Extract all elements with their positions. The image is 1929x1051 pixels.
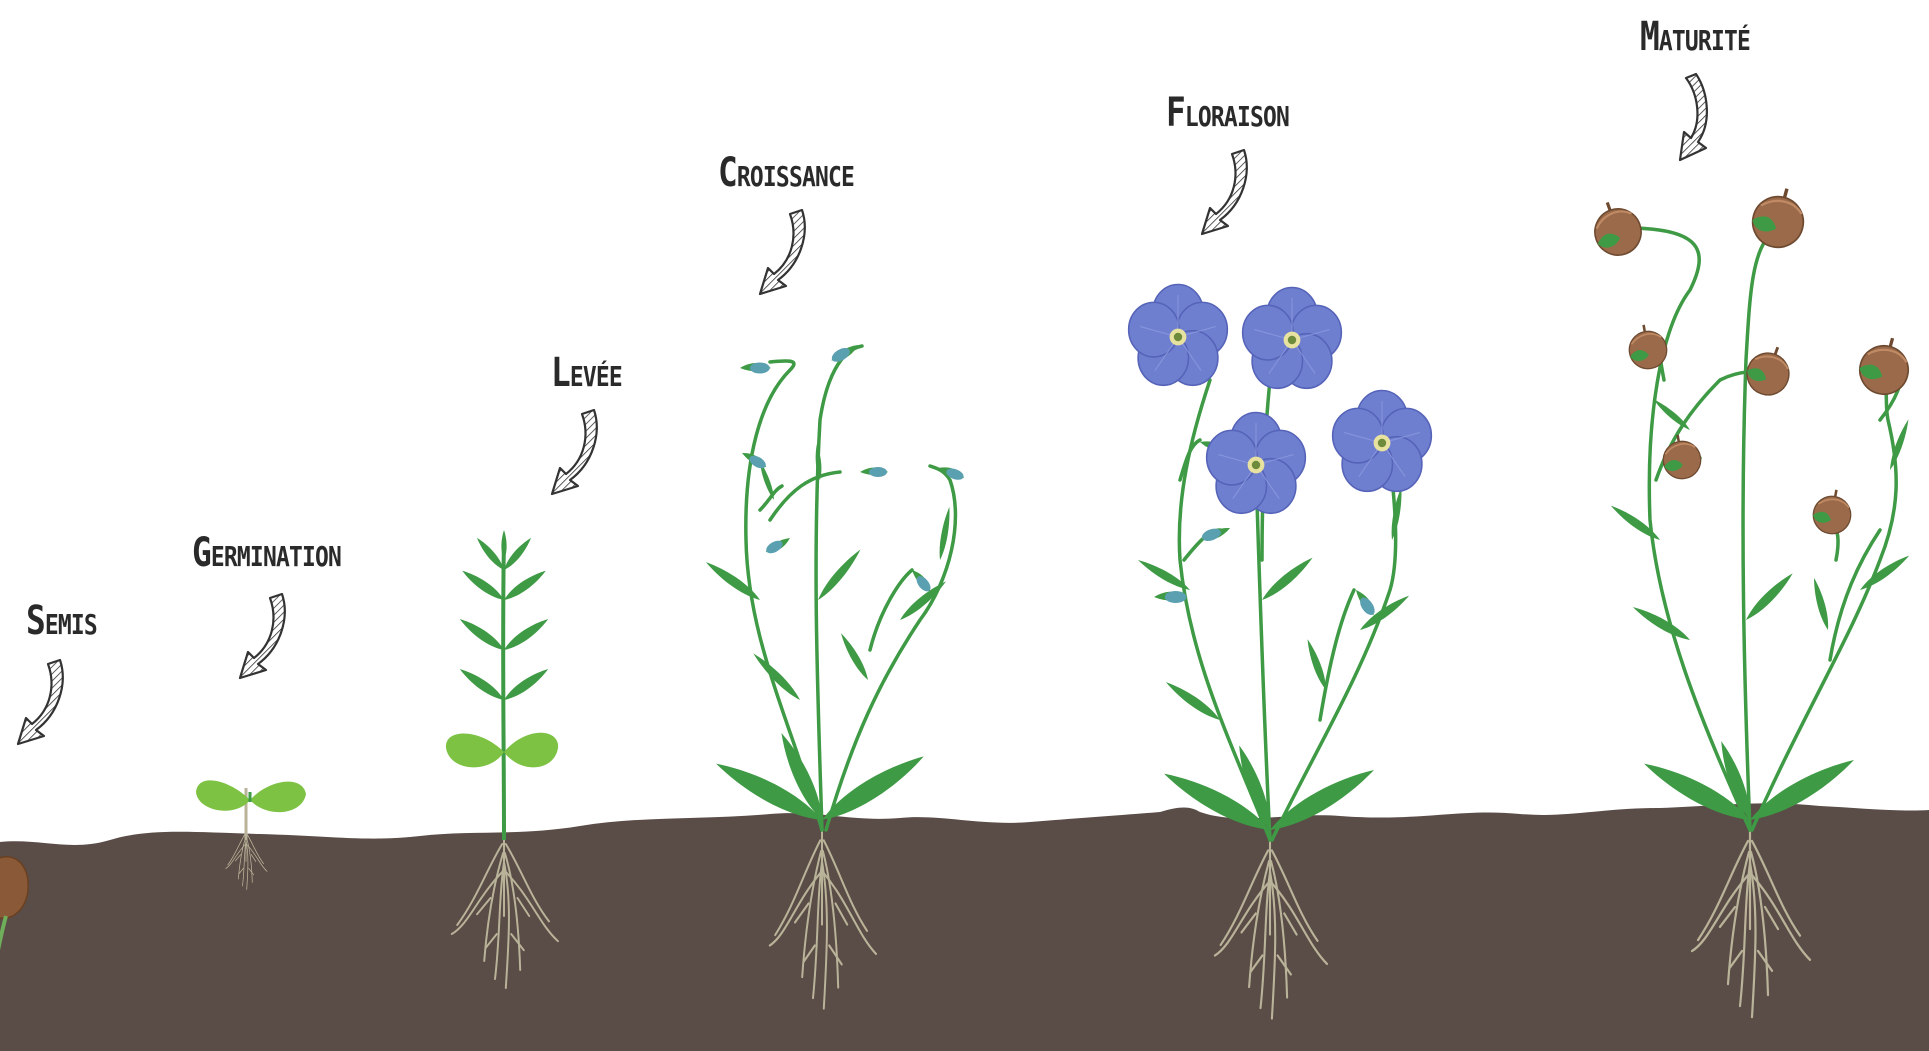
stage-label-croissance: Croissance (718, 150, 854, 196)
semis-arrow-icon (18, 660, 63, 744)
croissance-arrow-icon (760, 210, 805, 294)
stage-label-levee: Levée (551, 350, 622, 396)
maturite-arrow-icon (1680, 74, 1707, 160)
germination-arrow-icon (240, 594, 285, 678)
stage-label-maturite: Maturité (1640, 14, 1750, 60)
stage-label-semis: Semis (26, 598, 97, 644)
soil-ground (0, 803, 1929, 1051)
stage-label-floraison: Floraison (1166, 90, 1289, 136)
levee-arrow-icon (552, 410, 597, 494)
floraison-arrow-icon (1202, 150, 1247, 234)
stage-label-germination: Germination (192, 530, 341, 576)
